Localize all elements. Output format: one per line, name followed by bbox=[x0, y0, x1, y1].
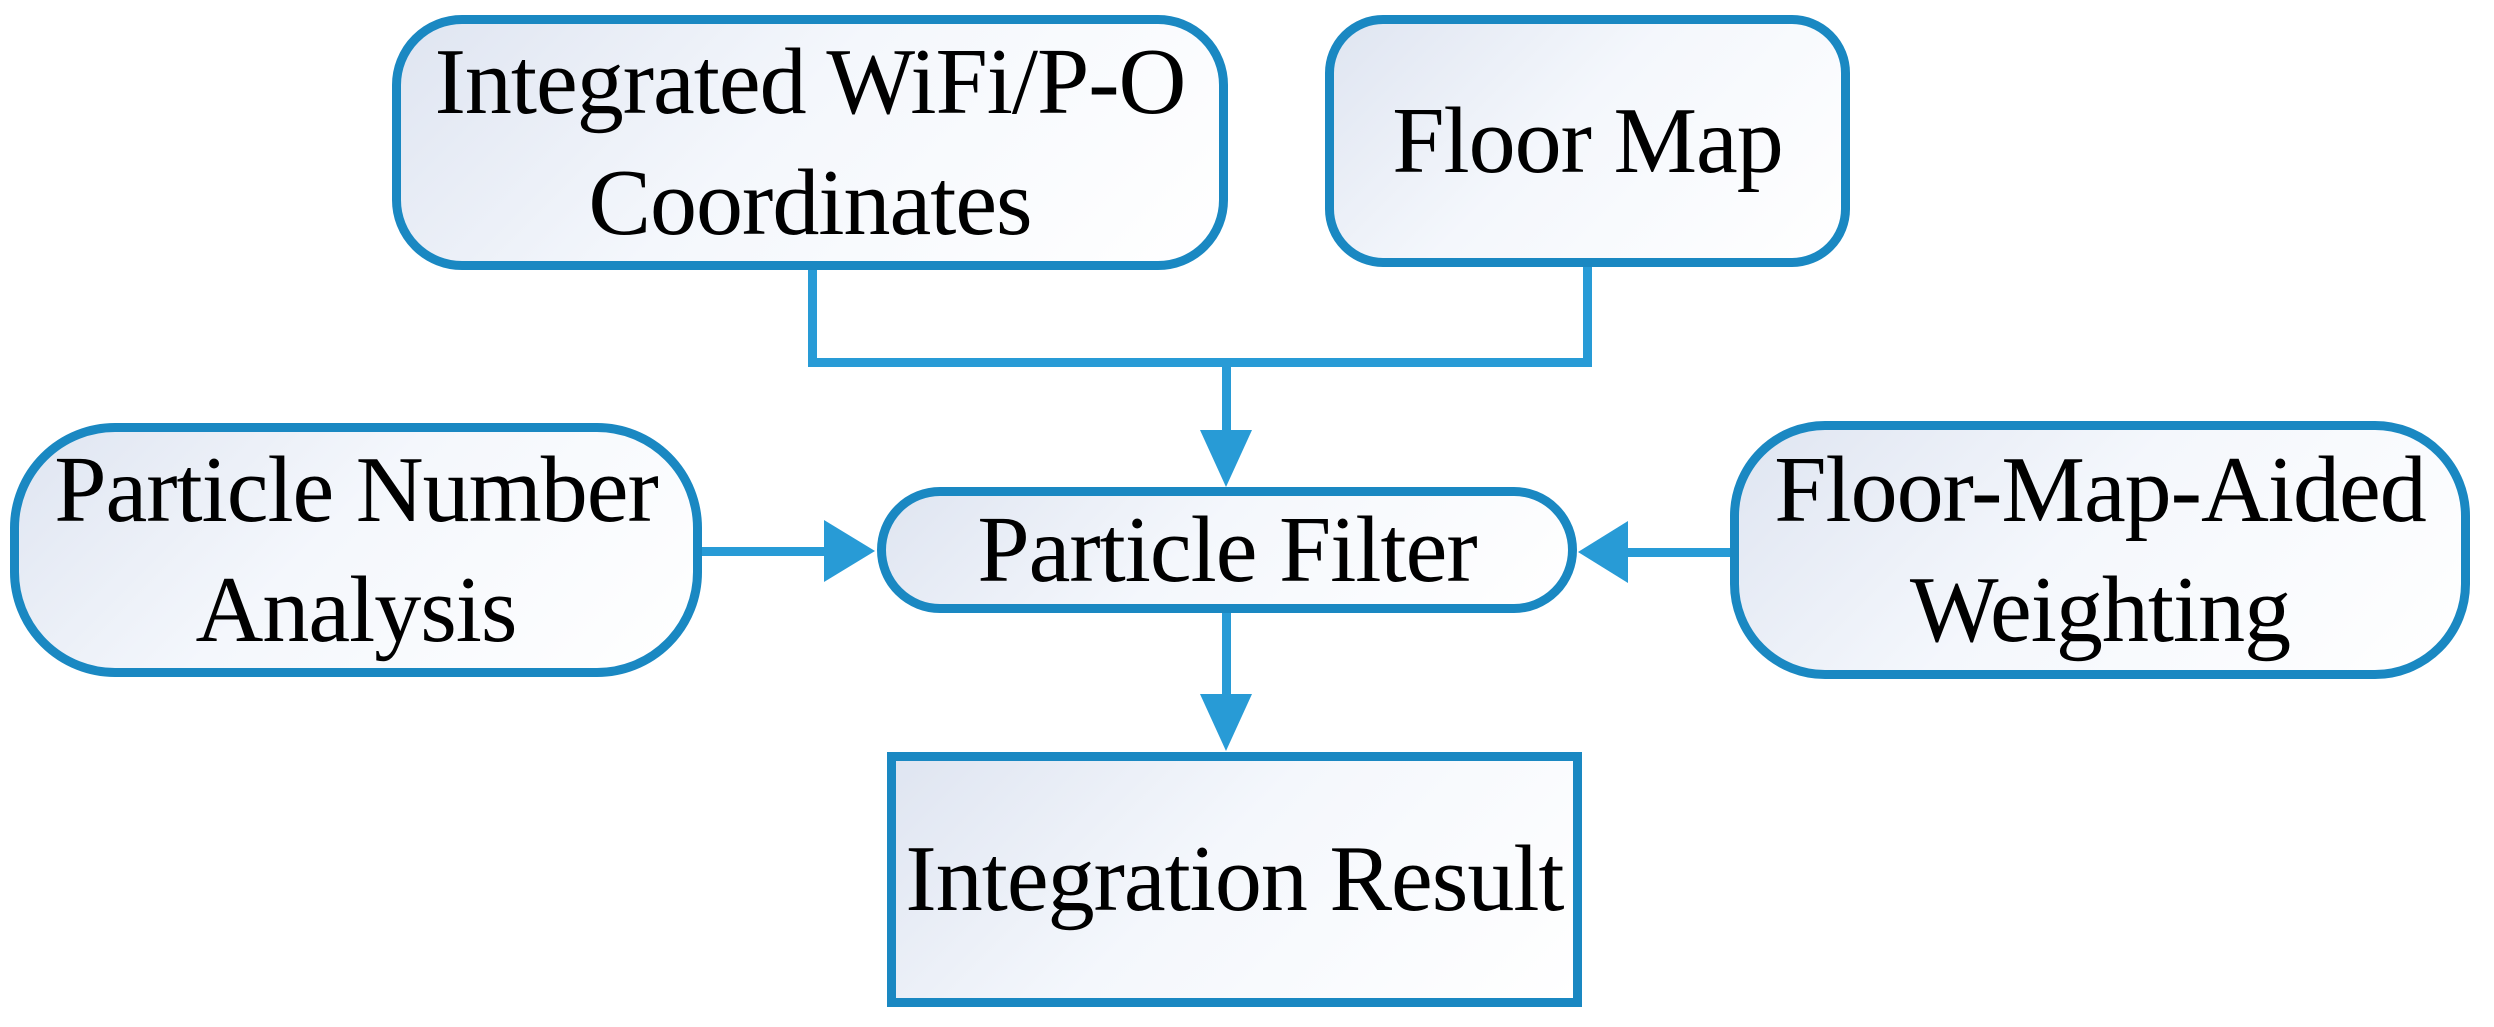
connector-out-of-particle-filter bbox=[1222, 613, 1231, 696]
arrowhead-down-into-integration-result-icon bbox=[1200, 694, 1252, 751]
node-integrated-wifi-po-coordinates: Integrated WiFi/P-O Coordinates bbox=[392, 15, 1228, 270]
node-floor-map: Floor Map bbox=[1325, 15, 1850, 267]
node-particle-number-analysis: Particle Number Analysis bbox=[10, 423, 702, 677]
connector-from-floor-map-aided-weighting bbox=[1627, 548, 1737, 557]
node-particle-filter-label: Particle Filter bbox=[977, 497, 1477, 602]
connector-from-floor-map bbox=[1583, 265, 1592, 367]
node-particle-filter: Particle Filter bbox=[877, 487, 1577, 613]
node-floor-map-aided-weighting-label: Floor-Map-Aided Weighting bbox=[1774, 437, 2426, 662]
node-floor-map-aided-weighting: Floor-Map-Aided Weighting bbox=[1730, 421, 2470, 679]
node-integration-result-label: Integration Result bbox=[905, 827, 1564, 932]
arrowhead-down-into-particle-filter-icon bbox=[1200, 430, 1252, 487]
connector-merge-bar bbox=[808, 358, 1592, 367]
connector-from-particle-number-analysis bbox=[702, 547, 826, 556]
node-integrated-wifi-po-coordinates-label: Integrated WiFi/P-O Coordinates bbox=[434, 30, 1187, 255]
arrowhead-left-into-particle-filter-icon bbox=[1578, 521, 1628, 583]
connector-from-integrated-wifi-po bbox=[808, 268, 817, 367]
node-particle-number-analysis-label: Particle Number Analysis bbox=[54, 437, 659, 662]
node-floor-map-label: Floor Map bbox=[1392, 88, 1783, 193]
node-integration-result: Integration Result bbox=[887, 752, 1582, 1007]
arrowhead-right-into-particle-filter-icon bbox=[824, 520, 875, 582]
connector-into-particle-filter bbox=[1222, 367, 1231, 432]
